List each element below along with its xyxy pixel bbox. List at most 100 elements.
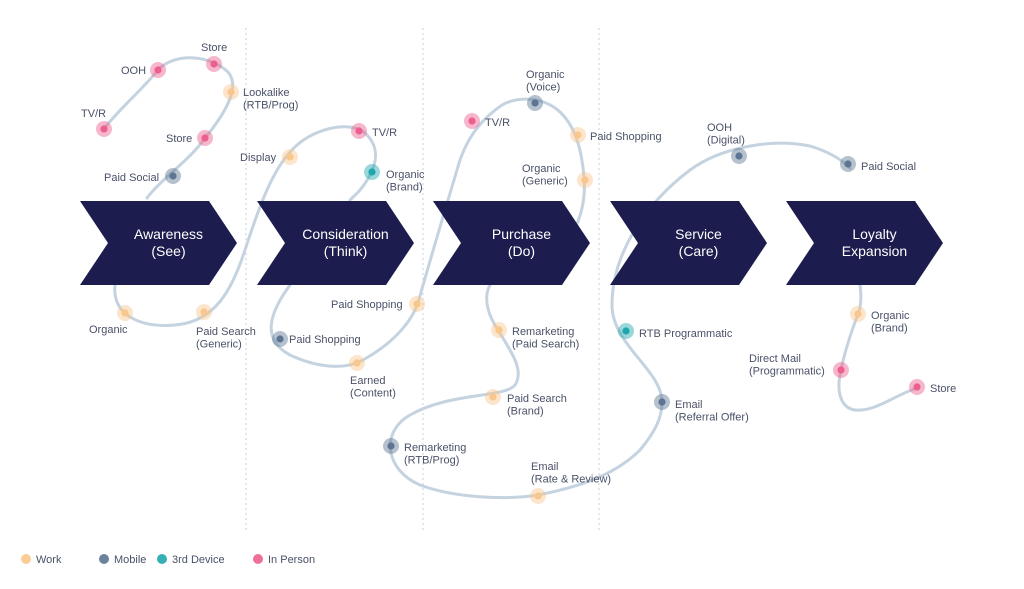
touchpoint-dot [121,309,129,317]
touchpoint-label-line: Store [166,133,192,145]
legend-swatch [21,554,31,564]
stage-subtitle: (Think) [324,243,368,259]
stage-shape [80,201,237,285]
touchpoint-dot [534,492,542,500]
touchpoint: TV/R [351,123,397,139]
legend-item-work: Work [21,554,62,566]
touchpoint-label-line: (Digital) [707,135,745,147]
touchpoint-label-line: (Brand) [507,406,544,418]
touchpoint-label: TV/R [81,108,106,120]
touchpoint-dot [837,366,845,374]
touchpoint-label: Store [201,42,227,54]
touchpoint-label-line: Email [675,399,703,411]
touchpoint-label: Store [930,383,956,395]
legend-label: In Person [268,554,315,566]
touchpoint-dot [286,153,294,161]
stage-subtitle: (See) [151,243,185,259]
stage-subtitle: (Do) [508,243,535,259]
touchpoint-dot [581,176,589,184]
stage-shape [433,201,590,285]
touchpoint-label-line: Remarketing [512,326,574,338]
legend-swatch [253,554,263,564]
touchpoint-label-line: (RTB/Prog) [404,455,459,467]
touchpoint-label-line: (Generic) [196,339,242,351]
touchpoint-dot [622,327,630,335]
touchpoint: Direct Mail(Programmatic) [749,353,849,378]
stage-shape [786,201,943,285]
touchpoint-label: Organic(Brand) [871,310,910,335]
touchpoint-dot [276,335,284,343]
touchpoint-dot [495,326,503,334]
touchpoint: Email(Rate & Review) [530,461,611,504]
touchpoint: TV/R [81,108,112,137]
touchpoint-label: OOH [121,65,146,77]
touchpoint-label: Paid Social [104,172,159,184]
touchpoint-label-line: Paid Social [104,172,159,184]
touchpoint-label-line: OOH [121,65,146,77]
touchpoint-label: TV/R [485,117,510,129]
touchpoint-dot [468,117,476,125]
touchpoint: Organic(Brand) [364,164,425,194]
touchpoint: Remarketing(RTB/Prog) [383,438,466,467]
touchpoint-label: Store [166,133,192,145]
touchpoint-dot [387,442,395,450]
legend-item-mobile: Mobile [99,554,146,566]
touchpoint-label: Email(Rate & Review) [531,461,611,486]
legend-label: 3rd Device [172,554,225,566]
touchpoint-label-line: Store [201,42,227,54]
touchpoint-label-line: Paid Search [196,326,256,338]
touchpoint-label: Paid Shopping [590,131,662,143]
touchpoint-label-line: Store [930,383,956,395]
touchpoint-dot [200,308,208,316]
stage-chevron-purchase: Purchase(Do) [433,201,590,285]
touchpoint: Paid Shopping [272,331,361,347]
touchpoint-label-line: Paid Shopping [590,131,662,143]
touchpoint: Paid Search(Generic) [196,304,256,351]
touchpoint-label-line: Paid Social [861,161,916,173]
touchpoint-label: Remarketing(RTB/Prog) [404,442,466,467]
touchpoint-label-line: (Voice) [526,82,560,94]
touchpoint-label-line: Remarketing [404,442,466,454]
touchpoint-label: OOH(Digital) [707,122,745,147]
touchpoint-label-line: TV/R [485,117,510,129]
touchpoint-label: Paid Search(Generic) [196,326,256,351]
touchpoint-label-line: Email [531,461,559,473]
touchpoint-label-line: (RTB/Prog) [243,100,298,112]
touchpoint-label: TV/R [372,127,397,139]
touchpoint: Paid Social [840,156,916,173]
touchpoint-dot [154,66,162,74]
touchpoint-dot [735,152,743,160]
touchpoint-label-line: (Generic) [522,176,568,188]
legend-label: Work [36,554,62,566]
touchpoint-dot [169,172,177,180]
touchpoint-label-line: Organic [89,324,128,336]
stage-title: Service [675,226,722,242]
touchpoint-label: Display [240,152,277,164]
touchpoint-label-line: (Content) [350,388,396,400]
legend-item-inperson: In Person [253,554,315,566]
touchpoint-label-line: Direct Mail [749,353,801,365]
touchpoint-label: Paid Social [861,161,916,173]
touchpoint-dot [227,88,235,96]
touchpoint: Organic(Generic) [522,163,593,188]
touchpoint-label-line: OOH [707,122,732,134]
touchpoint: Paid Shopping [331,296,425,312]
touchpoint-label: Earned(Content) [350,375,396,400]
touchpoint-label: Organic(Brand) [386,169,425,194]
journey-path [101,56,235,200]
touchpoint-label: Organic(Voice) [526,69,565,94]
touchpoint: Organic(Brand) [850,306,910,335]
touchpoint: Store [166,130,213,146]
touchpoint-dot [413,300,421,308]
touchpoint-label-line: (Rate & Review) [531,474,611,486]
touchpoint-label-line: Paid Shopping [289,334,361,346]
touchpoint-label-line: Organic [526,69,565,81]
touchpoint-dot [368,168,376,176]
stage-shape [610,201,767,285]
touchpoint-label-line: TV/R [372,127,397,139]
touchpoint: TV/R [464,113,510,129]
touchpoint: Email(Referral Offer) [654,394,749,424]
touchpoint-label-line: (Programmatic) [749,366,825,378]
